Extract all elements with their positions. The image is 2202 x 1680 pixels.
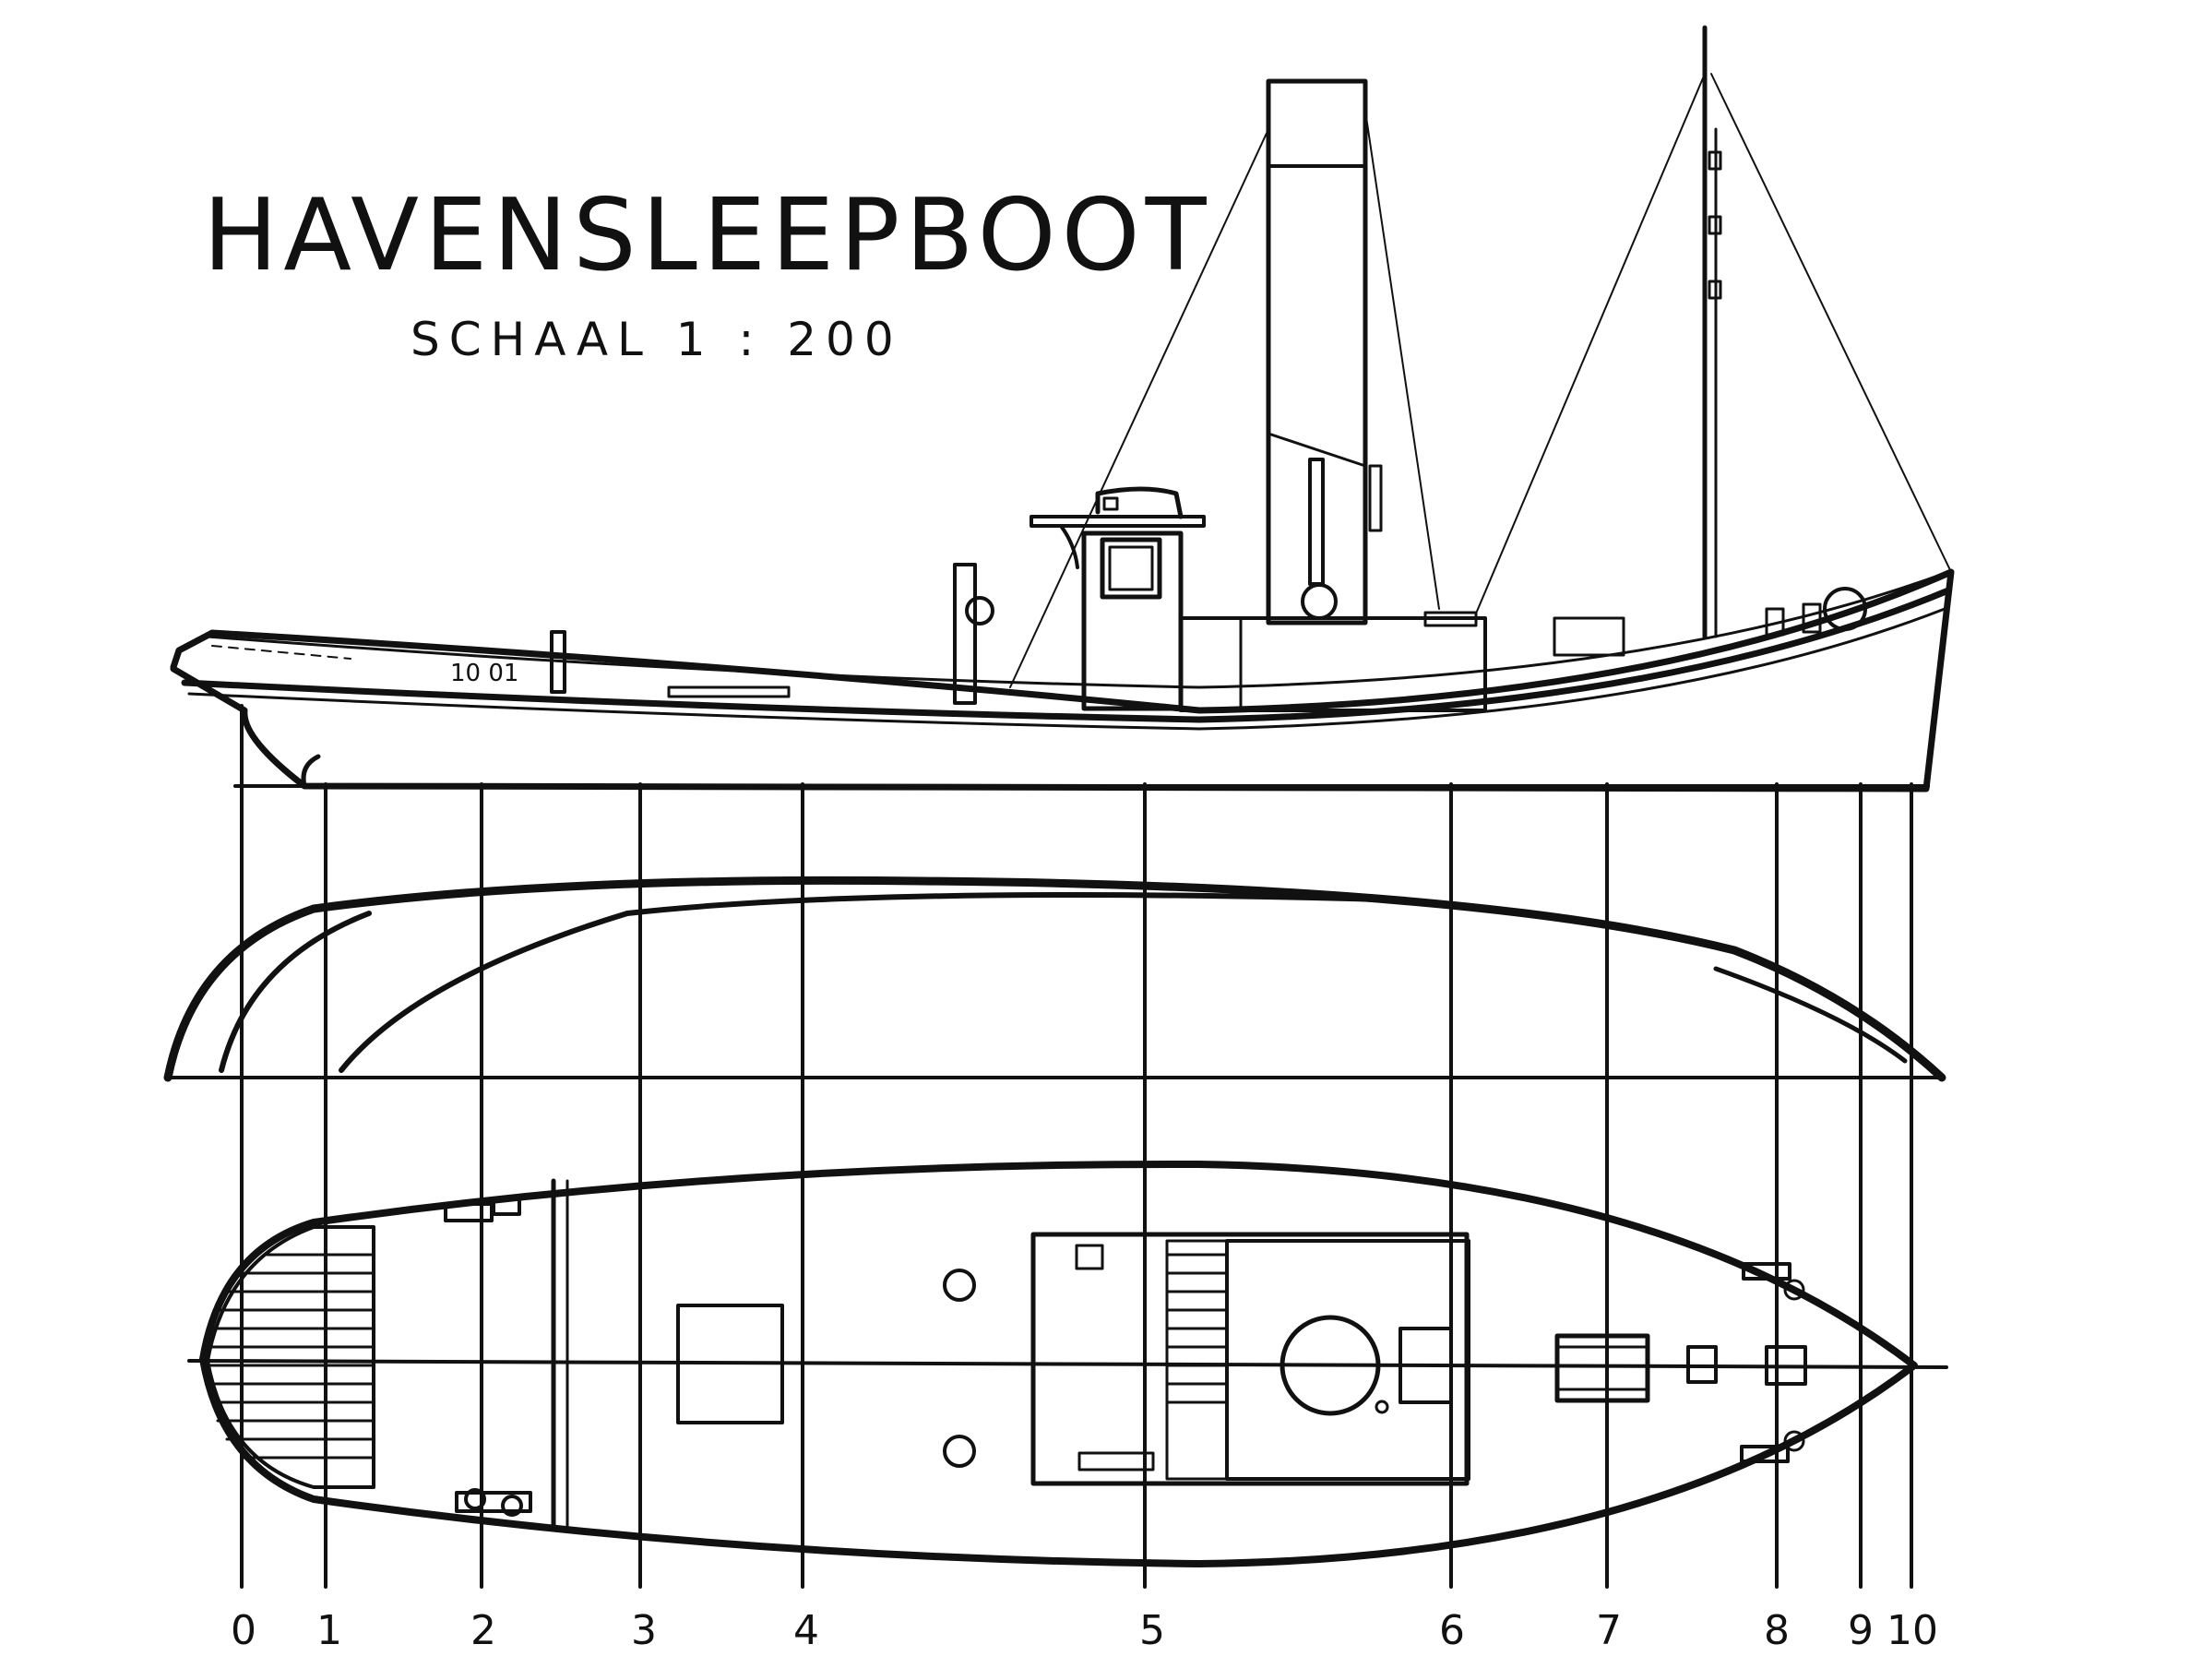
station-label: 4 xyxy=(793,1607,819,1654)
station-label: 1 xyxy=(316,1607,342,1654)
station-label: 8 xyxy=(1764,1607,1790,1654)
station-lines xyxy=(240,704,1913,1589)
station-label: 3 xyxy=(631,1607,657,1654)
hull-outline xyxy=(170,568,1955,792)
drawing-title: HAVENSLEEPBOOT xyxy=(203,178,1212,293)
hull-marking: 10 01 xyxy=(450,660,518,687)
station-label: 6 xyxy=(1439,1607,1465,1654)
drawing-scale: SCHAAL 1 : 200 xyxy=(411,313,903,366)
profile-view xyxy=(163,876,1946,1082)
station-label: 5 xyxy=(1139,1607,1165,1654)
side-elevation xyxy=(170,25,1955,792)
station-labels: 0 1 2 3 4 5 6 7 8 9 10 xyxy=(231,1607,1938,1654)
station-label: 9 xyxy=(1848,1607,1874,1654)
station-label: 7 xyxy=(1596,1607,1622,1654)
station-label: 2 xyxy=(470,1607,496,1654)
station-label: 0 xyxy=(231,1607,256,1654)
station-label: 10 xyxy=(1887,1607,1938,1654)
deck-plan xyxy=(187,1160,1948,1567)
